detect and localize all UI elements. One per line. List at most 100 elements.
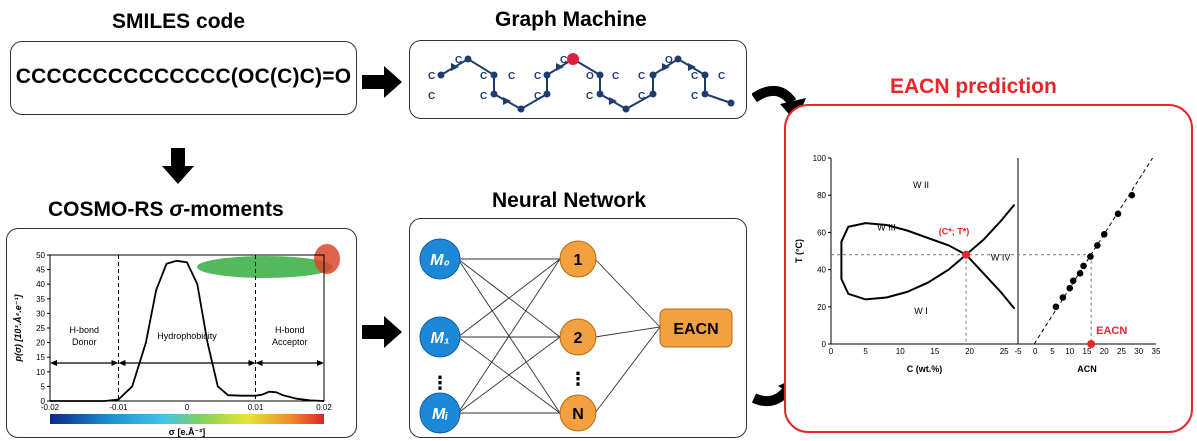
graph-node	[517, 105, 525, 113]
eacn-marker-label: EACN	[1096, 325, 1127, 337]
graph-node	[622, 105, 630, 113]
acn-tick-label: 0	[1033, 347, 1038, 356]
y-tick-label: 30	[36, 309, 45, 318]
graph-atom-label: C	[691, 71, 698, 82]
calibration-point	[1080, 262, 1087, 270]
nn-connection	[594, 326, 661, 338]
graph-node	[701, 71, 709, 79]
graph-title: Graph Machine	[495, 8, 647, 31]
nn-connection	[457, 258, 561, 414]
x-tick-label: -0.02	[41, 403, 60, 412]
acn-tick-label: -5	[1014, 347, 1022, 356]
graph-atom-label: C	[534, 71, 541, 82]
acn-tick-label: 30	[1134, 347, 1143, 356]
hydrophobicity-range-arrow-head-right	[248, 360, 256, 366]
calibration-point	[1100, 230, 1108, 238]
x-tick-label: 15	[930, 347, 939, 356]
graph-atom-label: C	[455, 55, 462, 66]
region-label-wiv: W IV	[991, 252, 1011, 262]
calibration-point	[1052, 303, 1060, 311]
graph-node	[701, 90, 709, 98]
calibration-point	[1066, 284, 1074, 292]
smiles-box: CCCCCCCCCCCCCC(OC(C)C)=O	[10, 41, 357, 115]
nn-connection	[594, 258, 661, 328]
y-tick-label: 20	[36, 339, 45, 348]
molecule-surface	[197, 256, 333, 278]
x-axis-label: σ [e.Å⁻²]	[169, 427, 205, 437]
acn-tick-label: 10	[1065, 347, 1074, 356]
graph-node	[649, 90, 657, 98]
x-tick-label: 0.01	[248, 403, 264, 412]
x-tick-label: 5	[863, 347, 868, 356]
output-node-label: EACN	[673, 321, 718, 338]
y-tick-label: 0	[822, 340, 827, 349]
cosmo-title: COSMO-RS σ-moments	[48, 198, 284, 222]
donor-range-arrow-head-right	[111, 360, 119, 366]
acn-tick-label: 20	[1100, 347, 1109, 356]
y-tick-label: 5	[41, 382, 46, 391]
donor-label-line2: Donor	[72, 337, 97, 347]
graph-node	[543, 90, 551, 98]
graph-atom-label: C	[718, 71, 725, 82]
acceptor-range-arrow-head-right	[317, 360, 324, 366]
concentration-axis-label: C (wt.%)	[907, 364, 943, 374]
calibration-point	[1114, 210, 1122, 218]
nn-connection	[457, 336, 561, 414]
calibration-point	[1128, 191, 1136, 199]
acceptor-label-line1: H-bond	[275, 325, 305, 335]
sigma-colorbar	[50, 414, 324, 424]
region-label-wiii: W III	[877, 223, 896, 233]
graph-node	[596, 71, 604, 79]
graph-atom-label: C	[534, 91, 541, 102]
graph-atom-label: C	[638, 71, 645, 82]
y-tick-label: 15	[36, 353, 45, 362]
graph-node	[490, 71, 498, 79]
hidden-ellipsis: ⋮	[569, 369, 587, 389]
graph-arrow-icon	[556, 63, 564, 71]
y-tick-label: 0	[41, 397, 46, 406]
region-label-wii: W II	[913, 180, 929, 190]
optimal-point-marker	[962, 250, 971, 259]
y-tick-label: 80	[817, 191, 826, 200]
nn-connection	[457, 258, 561, 338]
x-tick-label: 0	[185, 403, 190, 412]
graph-node	[490, 90, 498, 98]
hidden-node-label: 1	[574, 252, 583, 269]
graph-atom-label: C	[480, 71, 487, 82]
sigma-profile-curve	[50, 259, 325, 402]
arrow-right-smiles	[362, 66, 402, 98]
graph-atom-label: C	[428, 91, 435, 102]
x-tick-label: 0	[829, 347, 834, 356]
input-node	[419, 238, 461, 280]
neural-title: Neural Network	[492, 189, 647, 212]
graph-node	[596, 90, 604, 98]
cosmo-title-sigma: σ	[169, 198, 184, 221]
donor-label-line1: H-bond	[69, 325, 99, 335]
graph-arrow-icon	[662, 63, 670, 71]
graph-atom-label: C	[691, 91, 698, 102]
graph-atom-label: C	[508, 71, 515, 82]
optimal-point-label: (C*; T*)	[939, 227, 970, 237]
y-tick-label: 40	[817, 266, 826, 275]
graph-node	[649, 71, 657, 79]
phase-boundary-curve	[965, 254, 1016, 310]
y-tick-label: 100	[813, 154, 827, 163]
y-tick-label: 10	[36, 368, 45, 377]
calibration-point	[1094, 242, 1101, 249]
x-tick-label: -0.01	[109, 403, 128, 412]
acn-axis-label: ACN	[1077, 364, 1097, 374]
y-tick-label: 35	[36, 295, 45, 304]
graph-arrow-icon	[688, 63, 696, 71]
graph-arrow-icon	[451, 63, 459, 71]
graph-node	[674, 55, 682, 63]
acn-tick-label: 35	[1152, 347, 1161, 356]
hidden-node	[559, 394, 597, 432]
cosmo-title-suffix: -moments	[183, 198, 284, 221]
hidden-node-label: 2	[574, 330, 583, 347]
input-node	[419, 392, 461, 434]
